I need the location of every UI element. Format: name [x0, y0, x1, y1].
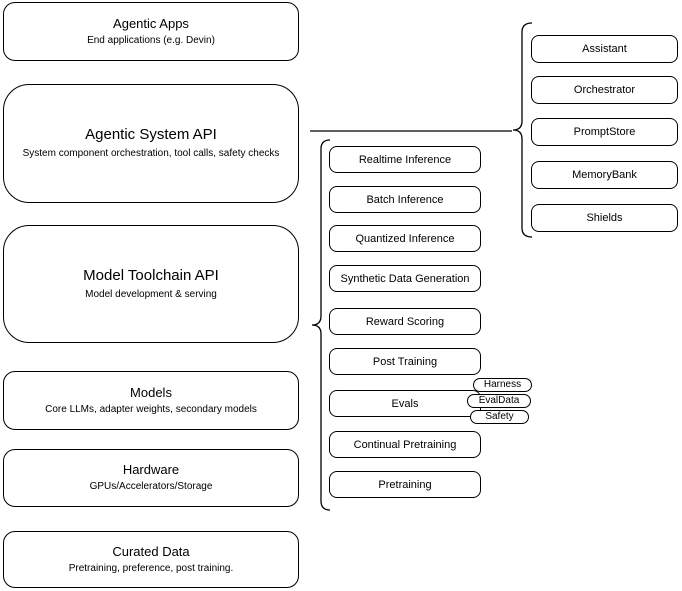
- evals-tag-safety: Safety: [470, 410, 529, 424]
- node-post-training: Post Training: [329, 348, 481, 375]
- node-realtime-inference: Realtime Inference: [329, 146, 481, 173]
- node-assistant: Assistant: [531, 35, 678, 63]
- node-title: Agentic System API: [85, 126, 217, 144]
- system-group-brace: [512, 22, 533, 238]
- node-title: Model Toolchain API: [83, 266, 219, 284]
- node-title: Models: [130, 384, 172, 400]
- node-batch-inference: Batch Inference: [329, 186, 481, 213]
- node-title: Curated Data: [112, 543, 190, 559]
- node-subtitle: GPUs/Accelerators/Storage: [89, 481, 213, 493]
- evals-tag-evaldata: EvalData: [467, 394, 531, 408]
- node-subtitle: Core LLMs, adapter weights, secondary mo…: [45, 403, 257, 415]
- node-promptstore: PromptStore: [531, 118, 678, 146]
- node-models: Models Core LLMs, adapter weights, secon…: [3, 371, 299, 430]
- node-hardware: Hardware GPUs/Accelerators/Storage: [3, 449, 299, 507]
- node-agentic-apps: Agentic Apps End applications (e.g. Devi…: [3, 2, 299, 61]
- node-subtitle: Model development & serving: [85, 288, 217, 300]
- node-continual-pretraining: Continual Pretraining: [329, 431, 481, 458]
- node-synthetic-data-generation: Synthetic Data Generation: [329, 265, 481, 292]
- node-curated-data: Curated Data Pretraining, preference, po…: [3, 531, 299, 588]
- node-reward-scoring: Reward Scoring: [329, 308, 481, 335]
- evals-tag-harness: Harness: [473, 378, 532, 392]
- node-title: Hardware: [122, 462, 180, 478]
- node-pretraining: Pretraining: [329, 471, 481, 498]
- node-title: Agentic Apps: [113, 15, 189, 31]
- node-orchestrator: Orchestrator: [531, 76, 678, 104]
- node-model-toolchain-api: Model Toolchain API Model development & …: [3, 225, 299, 343]
- toolchain-group-brace: [311, 139, 331, 511]
- node-shields: Shields: [531, 204, 678, 232]
- node-memorybank: MemoryBank: [531, 161, 678, 189]
- node-evals: Evals: [329, 390, 481, 417]
- node-subtitle: End applications (e.g. Devin): [87, 34, 215, 46]
- node-subtitle: Pretraining, preference, post training.: [68, 562, 234, 574]
- node-quantized-inference: Quantized Inference: [329, 225, 481, 252]
- node-agentic-system-api: Agentic System API System component orch…: [3, 84, 299, 203]
- node-subtitle: System component orchestration, tool cal…: [22, 148, 280, 160]
